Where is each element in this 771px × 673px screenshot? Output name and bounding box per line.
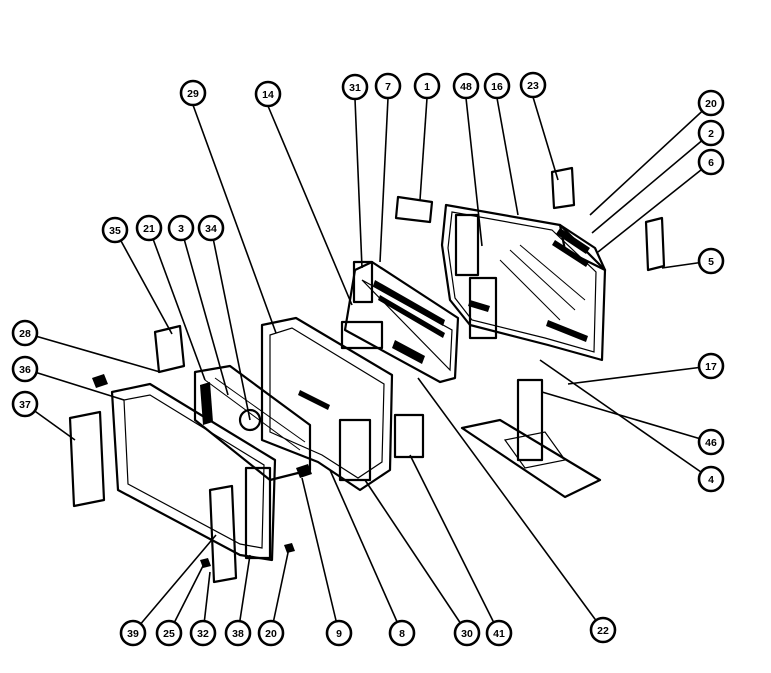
callout-38: 38	[224, 619, 252, 647]
callout-48: 48	[452, 72, 480, 100]
callout-20-bottom: 20	[257, 619, 285, 647]
callout-label: 4	[708, 474, 714, 486]
callout-label: 6	[708, 157, 714, 169]
small-part	[296, 464, 312, 478]
bracket-part	[644, 216, 666, 272]
callout-label: 8	[399, 628, 405, 640]
callout-20: 20	[697, 89, 725, 117]
callout-label: 32	[197, 628, 209, 640]
small-part	[284, 543, 295, 553]
callout-8: 8	[388, 619, 416, 647]
callout-46: 46	[697, 428, 725, 456]
leader-lines	[24, 96, 712, 634]
callout-35: 35	[101, 216, 129, 244]
callout-label: 20	[705, 98, 717, 110]
callout-32: 32	[189, 619, 217, 647]
callout-16: 16	[483, 72, 511, 100]
callout-34: 34	[197, 214, 225, 242]
callout-label: 35	[109, 225, 121, 237]
callout-4: 4	[697, 465, 725, 493]
callout-5: 5	[697, 247, 725, 275]
stand-assembly	[460, 378, 602, 499]
bottom-strip	[208, 484, 238, 584]
callout-label: 37	[19, 399, 31, 411]
callout-41: 41	[485, 619, 513, 647]
callout-21: 21	[135, 214, 163, 242]
small-part	[200, 558, 211, 568]
callout-label: 48	[460, 81, 472, 93]
callout-label: 17	[705, 361, 717, 373]
side-bracket	[153, 324, 186, 374]
callout-label: 39	[127, 628, 139, 640]
callout-1: 1	[413, 72, 441, 100]
callout-2: 2	[697, 119, 725, 147]
callout-label: 9	[336, 628, 342, 640]
callout-label: 30	[461, 628, 473, 640]
parts-illustration	[68, 166, 666, 584]
callout-label: 21	[143, 223, 155, 235]
callout-label: 28	[19, 328, 31, 340]
callout-label: 22	[597, 625, 609, 637]
chassis-assembly	[340, 260, 460, 384]
front-bezel	[92, 374, 277, 562]
callout-label: 29	[187, 88, 199, 100]
callout-39: 39	[119, 619, 147, 647]
callout-17: 17	[697, 352, 725, 380]
callout-label: 46	[705, 437, 717, 449]
callout-label: 2	[708, 128, 714, 140]
callout-29: 29	[179, 79, 207, 107]
bracket-part	[550, 166, 576, 210]
callout-label: 36	[19, 364, 31, 376]
callout-label: 34	[205, 223, 217, 235]
callout-23: 23	[519, 71, 547, 99]
callout-3: 3	[167, 214, 195, 242]
callout-31: 31	[341, 73, 369, 101]
callout-25: 25	[155, 619, 183, 647]
callout-37: 37	[11, 390, 39, 418]
callout-28: 28	[11, 319, 39, 347]
bracket-part	[394, 195, 434, 224]
callouts: 31 7 1 48 16 23 29 14 20 2 6 5 35 21 3 3…	[11, 71, 725, 647]
callout-label: 20	[265, 628, 277, 640]
callout-label: 7	[385, 81, 391, 93]
callout-7: 7	[374, 72, 402, 100]
callout-30: 30	[453, 619, 481, 647]
callout-label: 16	[491, 81, 503, 93]
side-strip	[68, 410, 106, 508]
callout-6: 6	[697, 148, 725, 176]
callout-label: 38	[232, 628, 244, 640]
callout-9: 9	[325, 619, 353, 647]
rear-panel-assembly	[440, 203, 607, 362]
callout-label: 3	[178, 223, 184, 235]
callout-36: 36	[11, 355, 39, 383]
callout-label: 1	[424, 81, 430, 93]
callout-label: 31	[349, 82, 361, 94]
callout-label: 25	[163, 628, 175, 640]
callout-14: 14	[254, 80, 282, 108]
callout-label: 23	[527, 80, 539, 92]
callout-label: 41	[493, 628, 505, 640]
rear-cover	[260, 316, 425, 492]
callout-label: 5	[708, 256, 714, 268]
callout-label: 14	[262, 89, 274, 101]
callout-22: 22	[589, 616, 617, 644]
